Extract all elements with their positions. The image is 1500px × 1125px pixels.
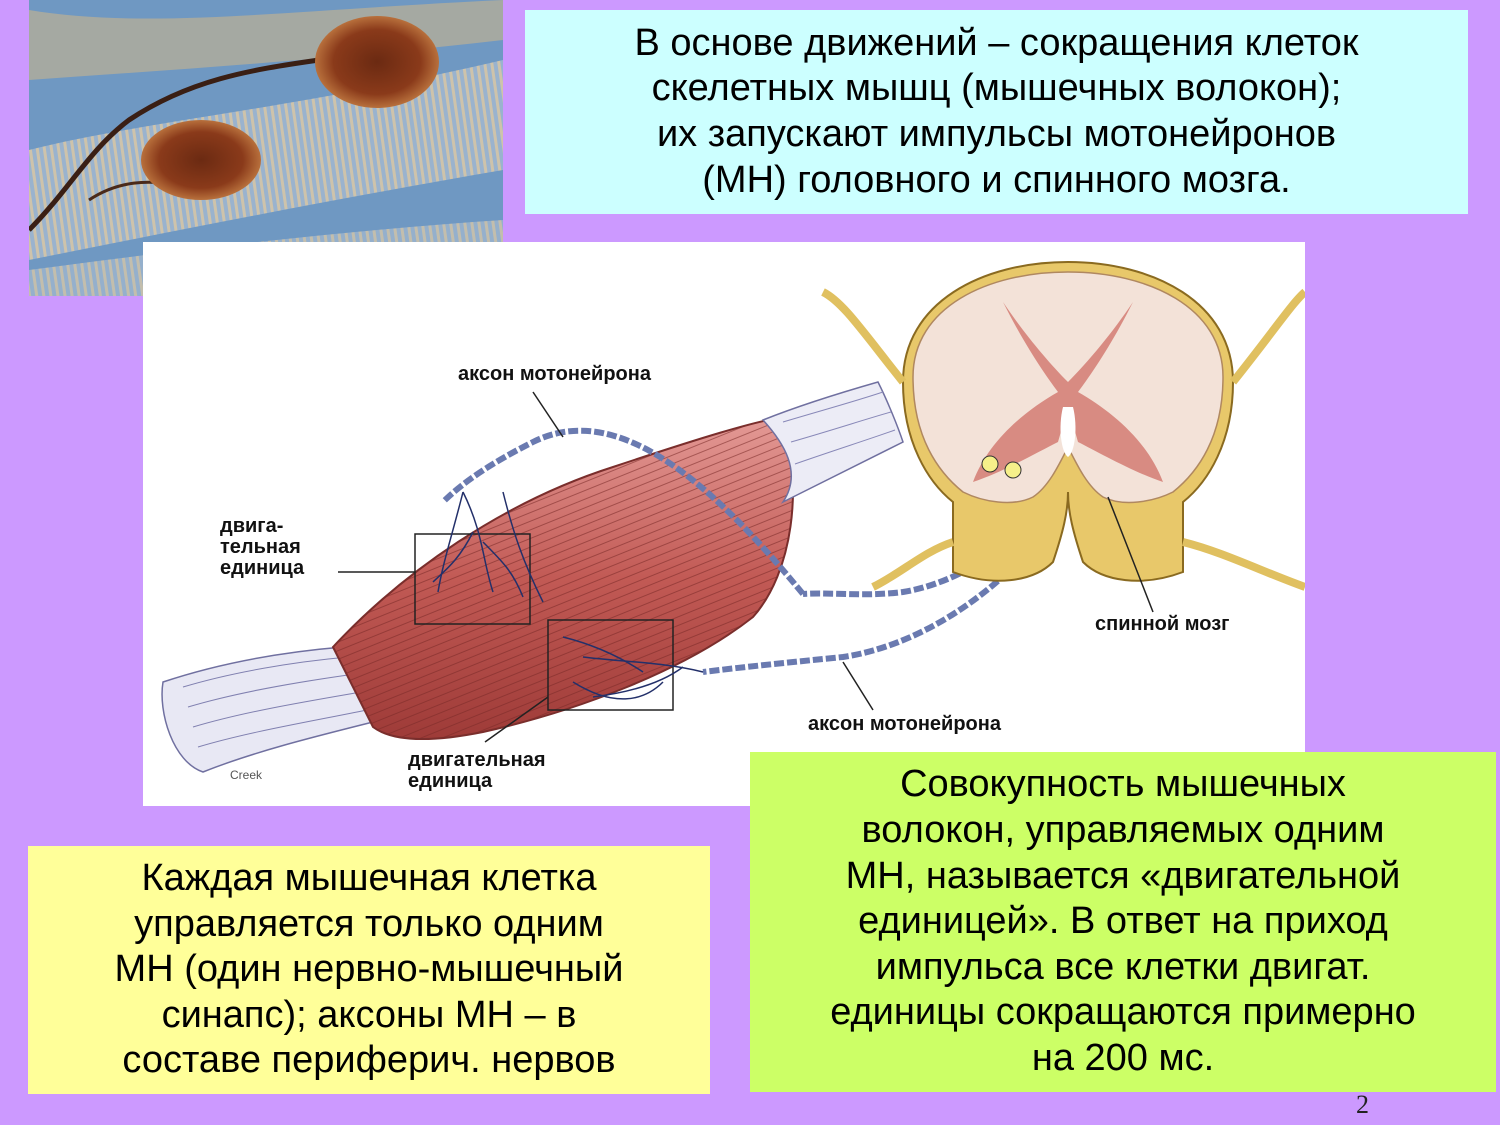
label-line: двига- xyxy=(220,515,284,537)
muscle-micrograph xyxy=(29,0,503,296)
label-line: двигательная xyxy=(408,749,546,771)
left-box-line: МН (один нервно-мышечный xyxy=(114,948,624,991)
right-box-line: единицы сокращаются примерно xyxy=(830,991,1416,1034)
intro-line: скелетных мышц (мышечных волокон); xyxy=(651,67,1342,110)
single-mn-text-box: Каждая мышечная клетка управляется тольк… xyxy=(28,846,710,1094)
left-box-line: синапс); аксоны МН – в xyxy=(161,993,577,1036)
label-axon-top: аксон мотонейрона xyxy=(458,363,651,385)
label-axon-bottom: аксон мотонейрона xyxy=(808,713,1001,735)
left-box-line: составе периферич. нервов xyxy=(122,1039,616,1082)
diagram-drawing xyxy=(161,260,1305,773)
label-line: единица xyxy=(408,770,493,792)
spinal-cord-section xyxy=(821,260,1305,591)
label-line: единица xyxy=(220,557,305,579)
page-number: 2 xyxy=(1356,1090,1369,1119)
left-box-line: Каждая мышечная клетка xyxy=(141,857,597,900)
label-motor-unit-bottom: двигательная единица xyxy=(408,750,546,792)
figure-credit: Creek xyxy=(230,768,263,782)
motor-unit-definition-box: Совокупность мышечных волокон, управляем… xyxy=(750,752,1496,1092)
label-spinal-cord: спинной мозг xyxy=(1095,613,1230,635)
intro-line: (МН) головного и спинного мозга. xyxy=(702,158,1291,201)
intro-text-box: В основе движений – сокращения клеток ск… xyxy=(525,10,1468,214)
right-box-line: Совокупность мышечных xyxy=(900,763,1346,806)
right-box-line: единицей». В ответ на приход xyxy=(858,900,1388,943)
motor-unit-diagram: аксон мотонейрона двига- тельная единица… xyxy=(143,242,1305,806)
right-box-line: на 200 мс. xyxy=(1031,1036,1215,1079)
intro-line: их запускают импульсы мотонейронов xyxy=(656,113,1337,155)
left-box-line: управляется только одним xyxy=(134,902,604,945)
right-box-line: волокон, управляемых одним xyxy=(861,809,1385,852)
intro-line: В основе движений – сокращения клеток xyxy=(634,21,1359,64)
micrograph-image xyxy=(29,0,503,296)
right-box-line: МН, называется «двигательной xyxy=(845,854,1401,897)
right-box-line: импульса все клетки двигат. xyxy=(875,945,1371,988)
label-motor-unit-left: двига- тельная единица xyxy=(220,516,304,579)
label-line: тельная xyxy=(220,536,301,558)
